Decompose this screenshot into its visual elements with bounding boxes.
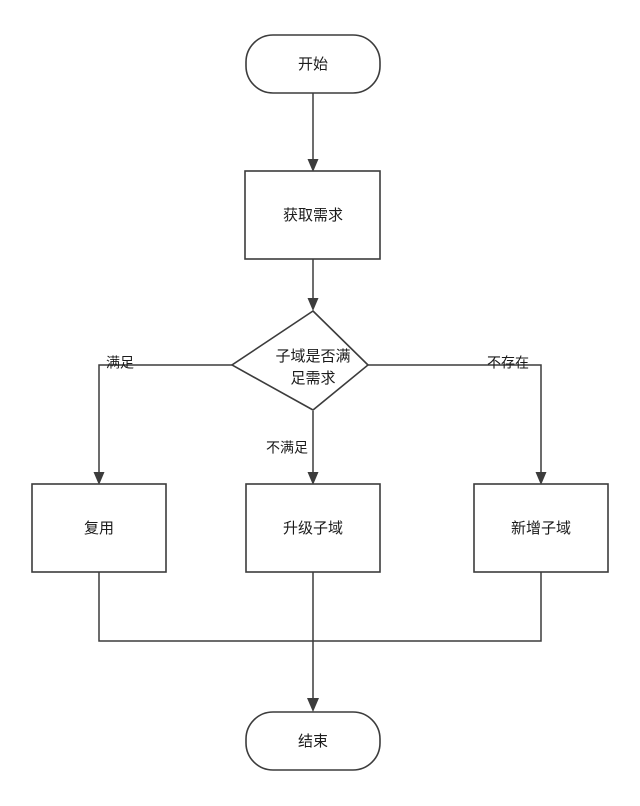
edge-reuse-to-end	[98, 572, 313, 642]
edge-decide-to-reuse: 满足	[93, 355, 232, 485]
node-create-subdomain[interactable]: 新增子域	[473, 483, 609, 573]
arrow-head-icon	[93, 472, 105, 485]
node-decision-shape[interactable]	[230, 309, 370, 411]
node-create-subdomain-shape[interactable]	[473, 483, 609, 573]
node-start-label: 开始	[298, 56, 328, 73]
node-decision-label-line1: 子域是否满	[275, 348, 350, 365]
edge-create-to-end	[313, 572, 542, 642]
node-decision-subdomain-meets-requirement[interactable]: 子域是否满 足需求	[230, 309, 370, 411]
node-reuse-shape[interactable]	[31, 483, 167, 573]
edge-start-to-collect	[307, 92, 319, 172]
node-upgrade-subdomain-shape[interactable]	[245, 483, 381, 573]
node-upgrade-subdomain-label: 升级子域	[283, 520, 343, 537]
edge-collect-to-decide	[307, 259, 319, 311]
node-reuse[interactable]: 复用	[31, 483, 167, 573]
node-collect-requirements-label: 获取需求	[283, 207, 343, 224]
edge-label-manzu: 满足	[106, 355, 134, 371]
node-collect-requirements[interactable]: 获取需求	[244, 170, 381, 260]
edge-label-bucunzai: 不存在	[487, 355, 529, 371]
node-end-label: 结束	[298, 733, 328, 750]
edge-decide-to-upgrade: 不满足	[266, 411, 319, 485]
node-end[interactable]: 结束	[245, 711, 381, 771]
edge-line	[313, 572, 542, 642]
edge-line	[98, 364, 232, 478]
arrow-head-icon	[307, 698, 319, 712]
arrow-head-icon	[535, 472, 547, 485]
edge-line	[98, 572, 313, 642]
node-upgrade-subdomain[interactable]: 升级子域	[245, 483, 381, 573]
arrow-head-icon	[307, 298, 319, 311]
edge-upgrade-to-end	[307, 572, 319, 712]
arrow-head-icon	[307, 472, 319, 485]
node-start-shape[interactable]	[245, 34, 381, 94]
edge-line	[368, 364, 542, 478]
node-start[interactable]: 开始	[245, 34, 381, 94]
node-collect-requirements-shape[interactable]	[244, 170, 381, 260]
node-end-shape[interactable]	[245, 711, 381, 771]
node-reuse-label: 复用	[84, 519, 114, 537]
arrow-head-icon	[307, 159, 319, 172]
edge-decide-to-create: 不存在	[368, 355, 547, 485]
edge-label-bumanzu: 不满足	[266, 440, 308, 456]
node-decision-label-line2: 足需求	[290, 370, 335, 387]
node-create-subdomain-label: 新增子域	[511, 520, 571, 537]
